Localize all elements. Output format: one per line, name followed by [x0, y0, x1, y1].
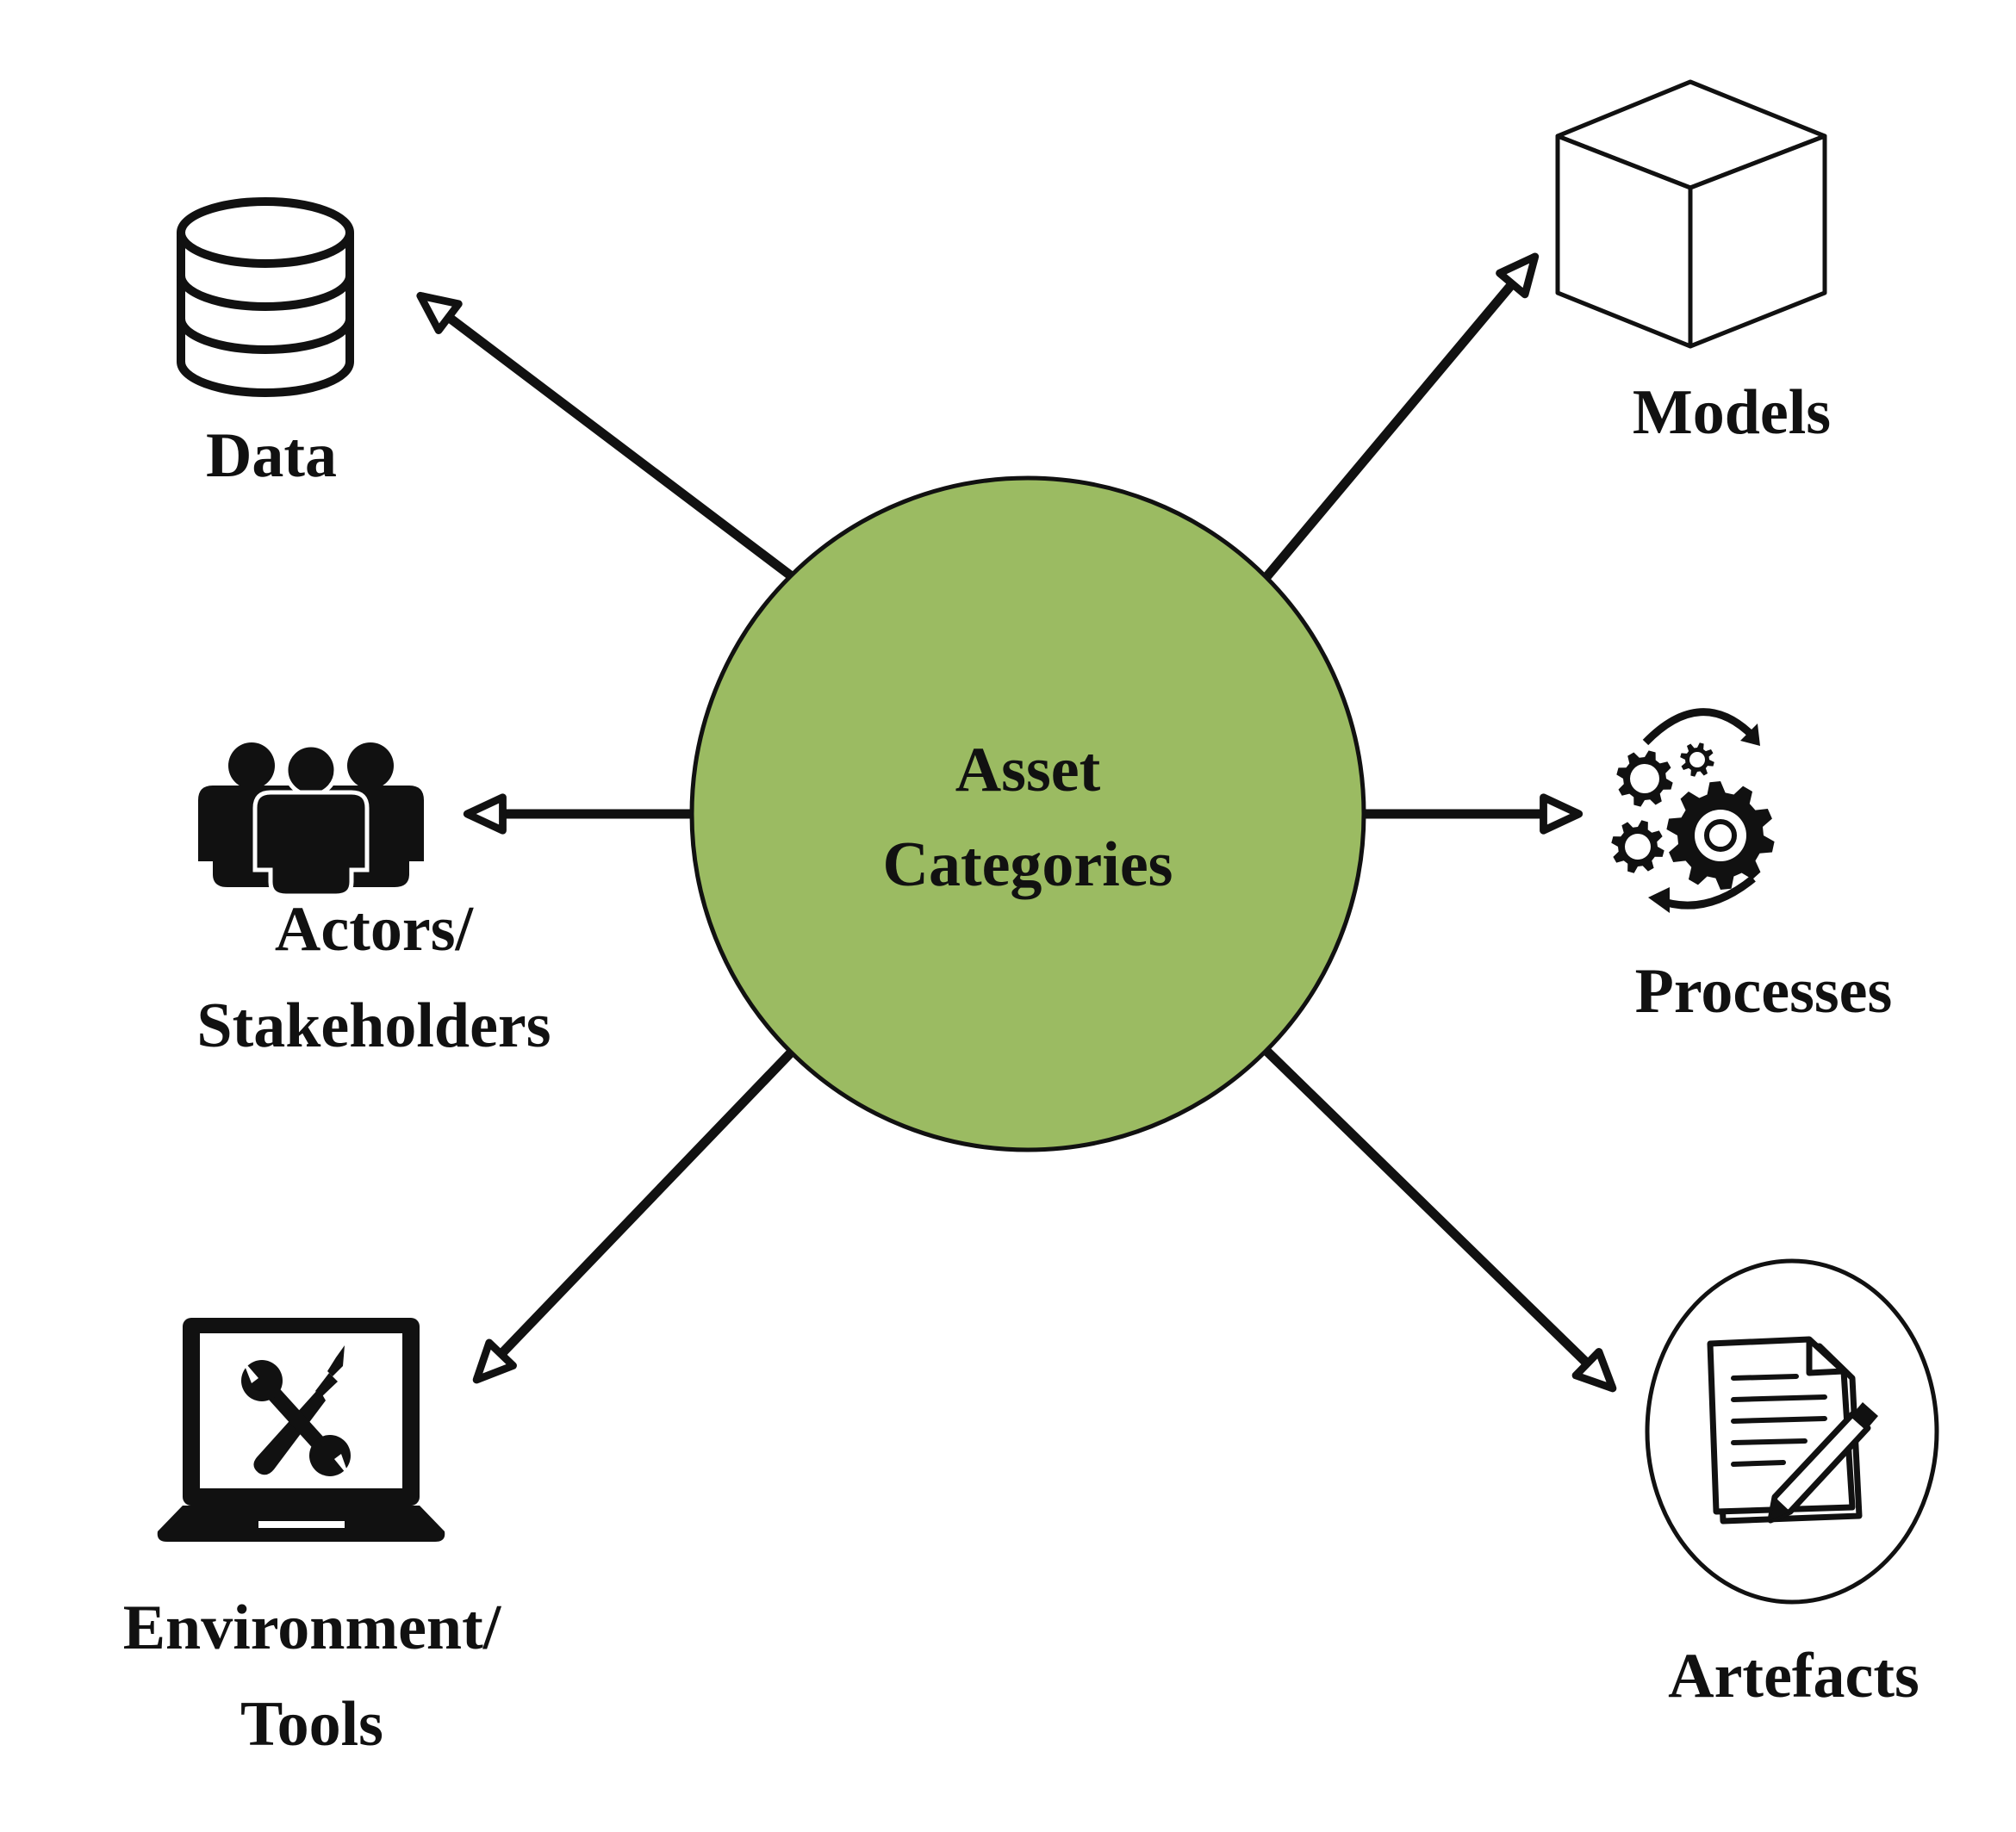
environment-label-line-1: Environment/: [123, 1593, 502, 1663]
models-label: Models: [1633, 377, 1831, 448]
center-label-line-2: Categories: [883, 829, 1173, 900]
artefacts-label: Artefacts: [1668, 1641, 1920, 1711]
center-circle: [689, 475, 1366, 1152]
processes-label: Processes: [1635, 956, 1893, 1027]
data-label: Data: [206, 420, 337, 491]
environment-label-line-2: Tools: [240, 1689, 383, 1760]
wrench-icon: [241, 1359, 351, 1478]
people-group-icon: [198, 742, 424, 898]
center-label-line-1: Asset: [955, 735, 1101, 805]
arrow-to-artefacts: [1261, 1046, 1617, 1393]
gear-icon: [1616, 750, 1673, 807]
cube-icon: [1555, 79, 1827, 349]
actors-label-line-1: Actors/: [275, 894, 475, 965]
arrow-to-models: [1261, 252, 1540, 582]
arrow-to-data: [416, 291, 798, 582]
center-node: Asset Categories: [689, 475, 1366, 1152]
arrow-to-environment: [472, 1046, 798, 1384]
arrows: [416, 252, 1617, 1393]
gear-icon: [1680, 742, 1714, 777]
gear-icon: [1666, 781, 1775, 890]
database-icon: [177, 197, 354, 397]
laptop-tools-icon: [157, 1318, 445, 1542]
gear-icon: [1611, 820, 1664, 873]
actors-label-line-2: Stakeholders: [196, 991, 551, 1061]
gears-cycle-icon: [1611, 708, 1775, 913]
screwdriver-icon: [253, 1345, 345, 1475]
document-pen-icon: [1645, 1258, 1939, 1605]
pen-icon: [1767, 1402, 1878, 1524]
